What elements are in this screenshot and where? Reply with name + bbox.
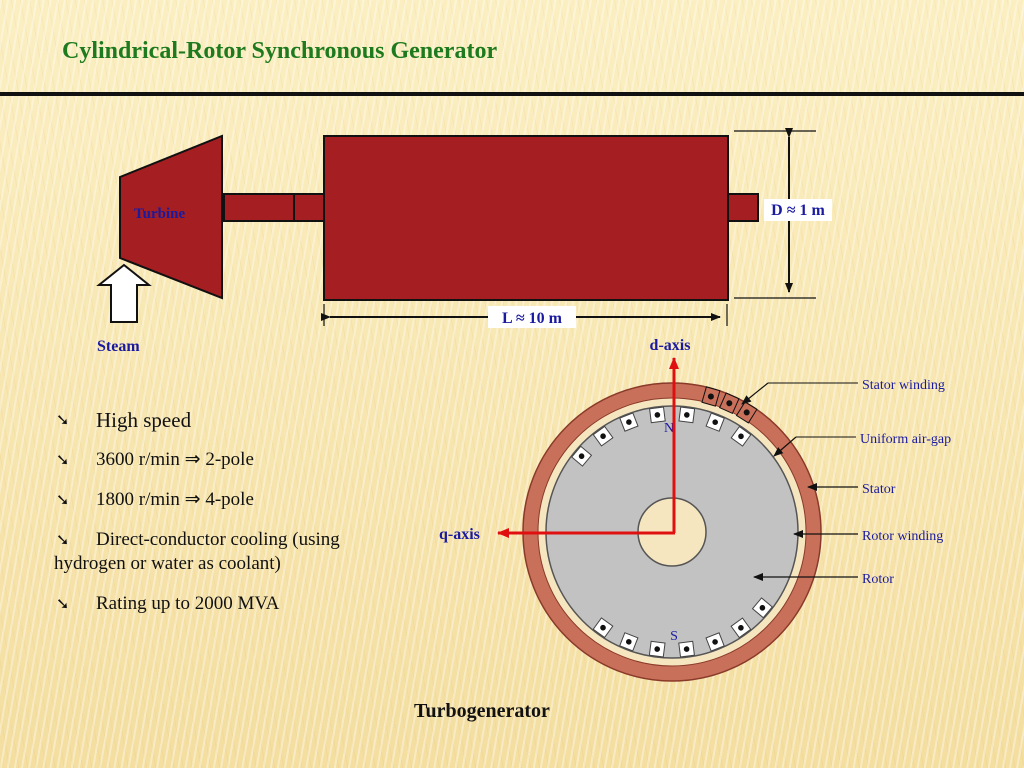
rotor-winding-slot — [730, 425, 752, 447]
rotor-winding-slot — [571, 445, 593, 467]
generator-body — [323, 135, 729, 301]
rotor-slots — [571, 406, 773, 658]
pole-north-label: N — [664, 421, 674, 436]
callout-rotor: Rotor — [862, 572, 894, 587]
turbine-label: Turbine — [134, 206, 185, 222]
arrow-bullet-icon: ➘ — [56, 410, 70, 429]
rotor-winding-slot — [592, 617, 614, 639]
figure-caption: Turbogenerator — [414, 700, 550, 722]
q-axis-label: q-axis — [439, 526, 480, 543]
arrow-bullet-icon: ➘ — [56, 490, 70, 509]
callout-arrow-stator-winding — [741, 382, 769, 405]
shaft-right — [727, 193, 759, 222]
diameter-label: D ≈ 1 m — [771, 202, 825, 219]
rotor-winding-slot — [619, 632, 639, 652]
length-label-bg — [488, 306, 576, 328]
bullet-text: High speed — [96, 408, 192, 432]
arrow-bullet-icon: ➘ — [56, 594, 70, 613]
slide-title: Cylindrical-Rotor Synchronous Generator — [62, 38, 498, 64]
callout-stator: Stator — [862, 482, 896, 497]
arrow-bullet-icon: ➘ — [56, 450, 70, 469]
feature-list: ➘ High speed ➘ 3600 r/min ⇒ 2-pole ➘ 180… — [54, 408, 414, 632]
pole-south-label: S — [670, 629, 678, 644]
rotor-winding-slot — [648, 640, 666, 658]
steam-label: Steam — [97, 338, 140, 355]
bullet-text: Direct-conductor cooling (using hydrogen… — [54, 529, 340, 574]
length-label: L ≈ 10 m — [502, 310, 563, 327]
rotor-winding-slot — [678, 640, 695, 658]
diameter-label-bg — [764, 199, 832, 221]
bullet-item: ➘ Direct-conductor cooling (using hydrog… — [54, 528, 414, 576]
rotor-winding-slot — [649, 406, 666, 424]
bullet-item: ➘ 1800 r/min ⇒ 4-pole — [54, 488, 414, 512]
turbine-body — [119, 134, 223, 300]
stator-winding-slot — [735, 401, 758, 424]
bullet-item: ➘ 3600 r/min ⇒ 2-pole — [54, 448, 414, 472]
stator-winding-slot — [718, 392, 740, 415]
callout-stator-winding: Stator winding — [862, 378, 945, 393]
bullet-item: ➘ High speed — [54, 408, 414, 432]
rotor-winding-slot — [592, 425, 614, 447]
title-divider — [0, 92, 1024, 96]
rotor-winding-slot — [751, 597, 773, 619]
rotor-winding-slot — [619, 412, 639, 432]
callout-air-gap: Uniform air-gap — [860, 432, 951, 447]
stator-winding-slot — [701, 386, 721, 407]
arrow-bullet-icon: ➘ — [56, 530, 70, 549]
rotor-winding-slot — [678, 406, 696, 424]
bullet-text: Rating up to 2000 MVA — [96, 593, 280, 614]
d-axis-label: d-axis — [650, 337, 691, 354]
steam-arrow-icon — [96, 263, 152, 323]
stator-winding-slots — [701, 386, 758, 424]
rotor-winding-slot — [705, 632, 725, 652]
callout-rotor-winding: Rotor winding — [862, 529, 943, 544]
bullet-text: 3600 r/min ⇒ 2-pole — [96, 449, 254, 470]
bullet-text: 1800 r/min ⇒ 4-pole — [96, 489, 254, 510]
shaft-left — [223, 193, 325, 222]
rotor-winding-slot — [730, 617, 752, 639]
rotor-winding-slot — [705, 412, 725, 432]
bullet-item: ➘ Rating up to 2000 MVA — [54, 592, 414, 616]
callout-arrow-air-gap — [773, 436, 797, 457]
